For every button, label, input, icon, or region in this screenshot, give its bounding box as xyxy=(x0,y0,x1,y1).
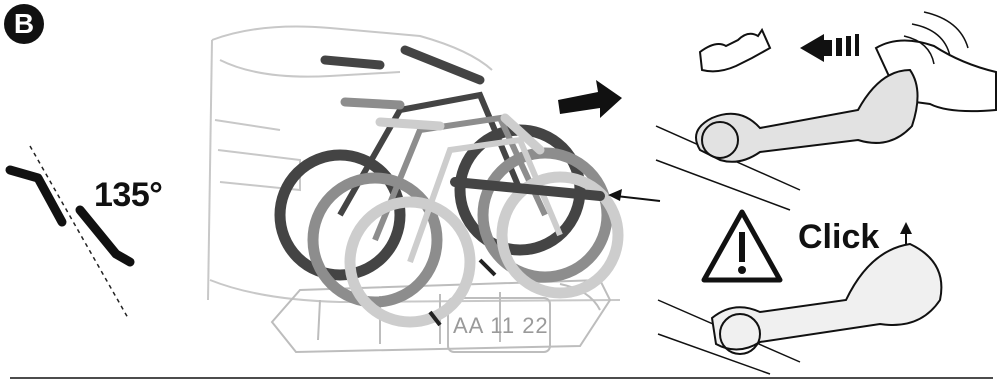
arm-position-1 xyxy=(10,170,62,222)
detail-tighten xyxy=(656,12,996,210)
license-plate-text: AA 11 22 xyxy=(453,313,549,339)
angle-label: 135° xyxy=(94,176,162,215)
click-label: Click xyxy=(798,218,879,257)
bike-rear xyxy=(280,50,580,275)
arm-muscle-icon xyxy=(700,30,770,71)
car-outline xyxy=(208,27,620,303)
angle-guide xyxy=(10,146,130,318)
pointer-arrow xyxy=(608,189,660,201)
step-badge: B xyxy=(4,4,44,44)
push-arrow xyxy=(558,80,622,118)
bikes xyxy=(280,50,618,325)
frame-holder-open xyxy=(696,70,918,162)
motion-lines xyxy=(904,12,968,64)
pull-arrow xyxy=(800,34,859,62)
arm-position-2 xyxy=(80,210,130,262)
